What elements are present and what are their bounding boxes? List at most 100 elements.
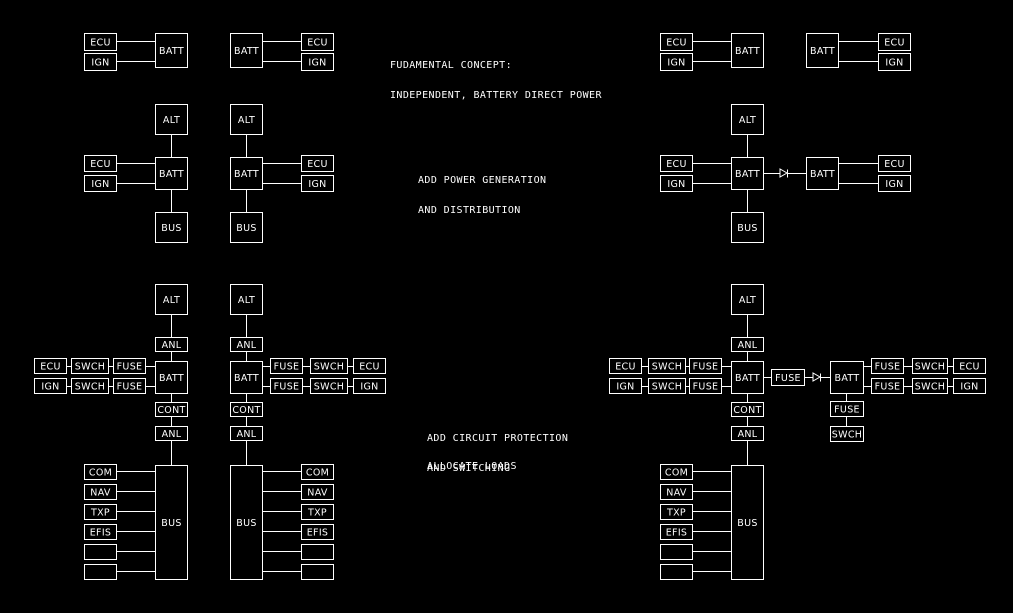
r1-a-batt-box <box>155 33 188 68</box>
r3-b-ign-label: IGN <box>360 382 378 393</box>
r2-c-bus-label: BUS <box>737 223 757 234</box>
r3-c-fuse-2-label: FUSE <box>693 382 719 393</box>
r3-d-swch-1-label: SWCH <box>915 362 945 373</box>
r1-c-batt-box <box>731 33 764 68</box>
r3-b-anl-bottom-label: ANL <box>237 429 257 440</box>
note-generation: ADD POWER GENERATION AND DISTRIBUTION <box>418 156 546 226</box>
r3-d-link-fuse-label: FUSE <box>775 373 801 384</box>
r3-a-bus-label: BUS <box>161 518 181 529</box>
note-generation-line2: AND DISTRIBUTION <box>418 205 521 216</box>
r1-b-ecu-label: ECU <box>307 38 328 49</box>
r1-d-ign-label: IGN <box>885 58 903 69</box>
r2-a-batt-label: BATT <box>159 169 184 180</box>
r3-c-fuse-1-label: FUSE <box>693 362 719 373</box>
note-concept: FUDAMENTAL CONCEPT: INDEPENDENT, BATTERY… <box>390 41 602 111</box>
r3-b-alt-label: ALT <box>238 295 255 306</box>
r3-c-ecu-label: ECU <box>615 362 636 373</box>
r2-c-ign-label: IGN <box>667 179 685 190</box>
r2-b-ign-label: IGN <box>308 179 326 190</box>
note-protection-line1: ADD CIRCUIT PROTECTION <box>427 433 569 444</box>
r3-a-load-2-label: NAV <box>90 488 111 499</box>
r1-b-batt-label: BATT <box>234 46 259 57</box>
r3-b-load-4-label: EFIS <box>307 528 329 539</box>
r3-a-ecu-label: ECU <box>40 362 61 373</box>
r3-c-anl-bottom-label: ANL <box>738 429 758 440</box>
r1-d-batt-box <box>806 33 839 68</box>
r3-c-load-1-label: COM <box>665 468 688 479</box>
r1-c-ecu-label: ECU <box>666 38 687 49</box>
r3-b-load-6-box <box>301 564 334 580</box>
r3-b-batt-label: BATT <box>234 373 259 384</box>
r3-a-ign-label: IGN <box>41 382 59 393</box>
r2-a-ign-label: IGN <box>91 179 109 190</box>
r2-d-batt-label: BATT <box>810 169 835 180</box>
r3-d-fuse-1-label: FUSE <box>875 362 901 373</box>
r3-b-swch-2-label: SWCH <box>314 382 344 393</box>
r2-d-ecu-label: ECU <box>884 159 905 170</box>
r3-c-load-5-box <box>660 544 693 560</box>
r1-a-ecu-label: ECU <box>90 38 111 49</box>
r3-a-load-5-box <box>84 544 117 560</box>
r3-c-alt-label: ALT <box>739 295 756 306</box>
note-allocate: ALLOCATE LOADS <box>427 442 517 482</box>
r3-b-load-1-label: COM <box>306 468 329 479</box>
r1-a-ign-label: IGN <box>91 58 109 69</box>
r1-a-batt-label: BATT <box>159 46 184 57</box>
r3-d-fuse-2-label: FUSE <box>875 382 901 393</box>
r3-a-anl-top-label: ANL <box>162 340 182 351</box>
note-generation-line1: ADD POWER GENERATION <box>418 175 547 186</box>
r3-b-fuse-2-label: FUSE <box>274 382 300 393</box>
r3-b-load-3-label: TXP <box>307 508 327 519</box>
r3-a-swch-2-label: SWCH <box>75 382 105 393</box>
r2-c-batt-label: BATT <box>735 169 760 180</box>
r1-c-batt-label: BATT <box>735 46 760 57</box>
r3-b-bus-label: BUS <box>236 518 256 529</box>
r2-b-alt-label: ALT <box>238 115 255 126</box>
r3-a-swch-1-label: SWCH <box>75 362 105 373</box>
r3-d-ecu-label: ECU <box>959 362 980 373</box>
r2-d-ign-label: IGN <box>885 179 903 190</box>
note-concept-line1: FUDAMENTAL CONCEPT: <box>390 60 512 71</box>
r3-b-fuse-1-label: FUSE <box>274 362 300 373</box>
r3-c-load-6-box <box>660 564 693 580</box>
r3-b-cont-label: CONT <box>232 405 260 416</box>
r1-b-batt-box <box>230 33 263 68</box>
note-allocate-line: ALLOCATE LOADS <box>427 461 517 472</box>
r3-d-batt-label: BATT <box>835 373 860 384</box>
r3-d-swch-3-label: SWCH <box>832 430 862 441</box>
r3-a-anl-bottom-label: ANL <box>162 429 182 440</box>
r1-d-batt-label: BATT <box>810 46 835 57</box>
r3-a-alt-label: ALT <box>163 295 180 306</box>
r3-c-bus-label: BUS <box>737 518 757 529</box>
r3-b-swch-1-label: SWCH <box>314 362 344 373</box>
note-concept-line2: INDEPENDENT, BATTERY DIRECT POWER <box>390 90 602 101</box>
note-protection-line2: AND SWITCHING <box>427 463 511 474</box>
r3-a-batt-label: BATT <box>159 373 184 384</box>
r3-a-fuse-1-label: FUSE <box>117 362 143 373</box>
r2-b-batt-label: BATT <box>234 169 259 180</box>
r3-c-ign-label: IGN <box>616 382 634 393</box>
r1-d-ecu-label: ECU <box>884 38 905 49</box>
r3-c-batt-label: BATT <box>735 373 760 384</box>
r3-a-load-4-label: EFIS <box>90 528 112 539</box>
r3-c-load-3-label: TXP <box>666 508 686 519</box>
r1-c-ign-label: IGN <box>667 58 685 69</box>
r3-a-load-1-label: COM <box>89 468 112 479</box>
r3-c-swch-2-label: SWCH <box>652 382 682 393</box>
r3-d-swch-2-label: SWCH <box>915 382 945 393</box>
r2-c-alt-label: ALT <box>739 115 756 126</box>
r3-a-load-6-box <box>84 564 117 580</box>
r2-a-ecu-label: ECU <box>90 159 111 170</box>
r2-b-ecu-label: ECU <box>307 159 328 170</box>
r3-c-cont-label: CONT <box>733 405 761 416</box>
r3-b-ecu-label: ECU <box>359 362 380 373</box>
r3-b-anl-top-label: ANL <box>237 340 257 351</box>
r3-c-load-2-label: NAV <box>666 488 687 499</box>
r2-a-bus-label: BUS <box>161 223 181 234</box>
r3-b-load-2-label: NAV <box>307 488 328 499</box>
r2-b-bus-label: BUS <box>236 223 256 234</box>
r2-c-ecu-label: ECU <box>666 159 687 170</box>
r3-b-load-5-box <box>301 544 334 560</box>
r3-a-fuse-2-label: FUSE <box>117 382 143 393</box>
